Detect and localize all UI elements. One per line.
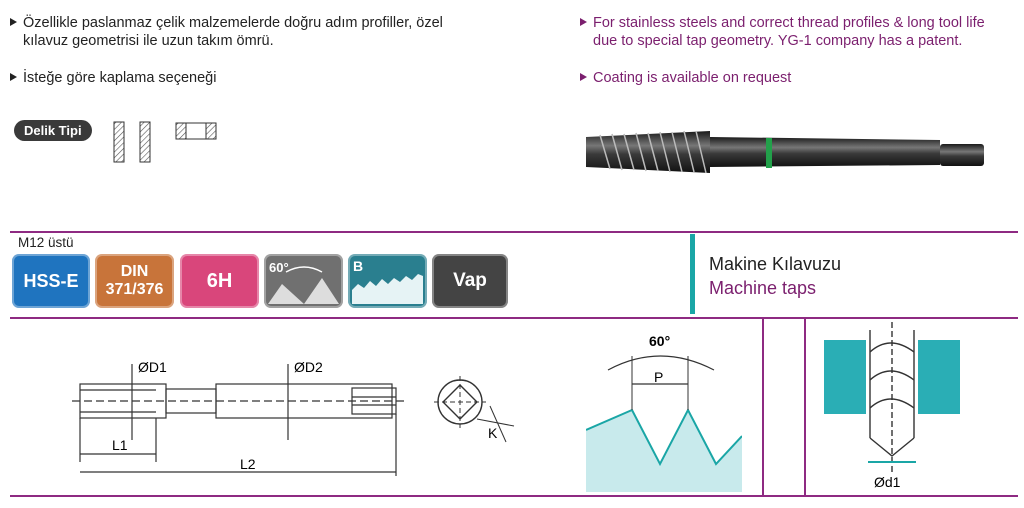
thread-angle-badge: 60° xyxy=(264,254,343,308)
through-hole-icon xyxy=(113,121,151,163)
product-title-en: Machine taps xyxy=(709,278,817,298)
blind-hole-icon xyxy=(175,122,217,140)
svg-text:K: K xyxy=(488,425,498,441)
tolerance-badge: 6H xyxy=(180,254,259,308)
square-end-view: K xyxy=(434,376,515,443)
thread-angle-icon: 60° xyxy=(268,260,339,304)
tr-bullet-1: Özellikle paslanmaz çelik malzemelerde d… xyxy=(10,14,443,50)
svg-text:B: B xyxy=(353,258,363,274)
en-bullet-2: Coating is available on request xyxy=(580,69,791,87)
chamfer-badge: B xyxy=(348,254,427,308)
svg-text:ØD2: ØD2 xyxy=(294,359,323,375)
triangle-bullet-icon xyxy=(10,18,17,26)
thread-profile-drawing: 60° P xyxy=(586,333,742,492)
triangle-bullet-icon xyxy=(580,73,587,81)
en-bullet-1: For stainless steels and correct thread … xyxy=(580,14,985,50)
hole-type-label: Delik Tipi xyxy=(14,120,92,141)
drawing-divider xyxy=(804,318,806,495)
machine-tap-image xyxy=(586,130,984,174)
tap-dimension-drawing: ØD1 ØD2 L1 L2 xyxy=(72,359,404,476)
svg-text:P: P xyxy=(654,369,663,385)
drawing-divider xyxy=(762,318,764,495)
section-divider xyxy=(10,231,1018,233)
svg-text:Ød1: Ød1 xyxy=(874,474,901,490)
section-divider xyxy=(10,495,1018,497)
svg-text:L2: L2 xyxy=(240,456,256,472)
triangle-bullet-icon xyxy=(580,18,587,26)
size-label: M12 üstü xyxy=(18,235,74,250)
chamfer-icon: B xyxy=(352,258,423,304)
section-divider xyxy=(10,317,1018,319)
spiral-tap-drawing: Ød1 xyxy=(824,322,960,490)
material-badge: HSS-E xyxy=(12,254,90,308)
triangle-bullet-icon xyxy=(10,73,17,81)
svg-text:60°: 60° xyxy=(269,260,289,275)
svg-text:60°: 60° xyxy=(649,333,670,349)
product-title-tr: Makine Kılavuzu xyxy=(709,254,842,274)
title-accent-bar xyxy=(690,234,695,314)
svg-text:L1: L1 xyxy=(112,437,128,453)
svg-text:ØD1: ØD1 xyxy=(138,359,167,375)
tr-bullet-2: İsteğe göre kaplama seçeneği xyxy=(10,69,216,87)
coating-badge: Vap xyxy=(432,254,508,308)
